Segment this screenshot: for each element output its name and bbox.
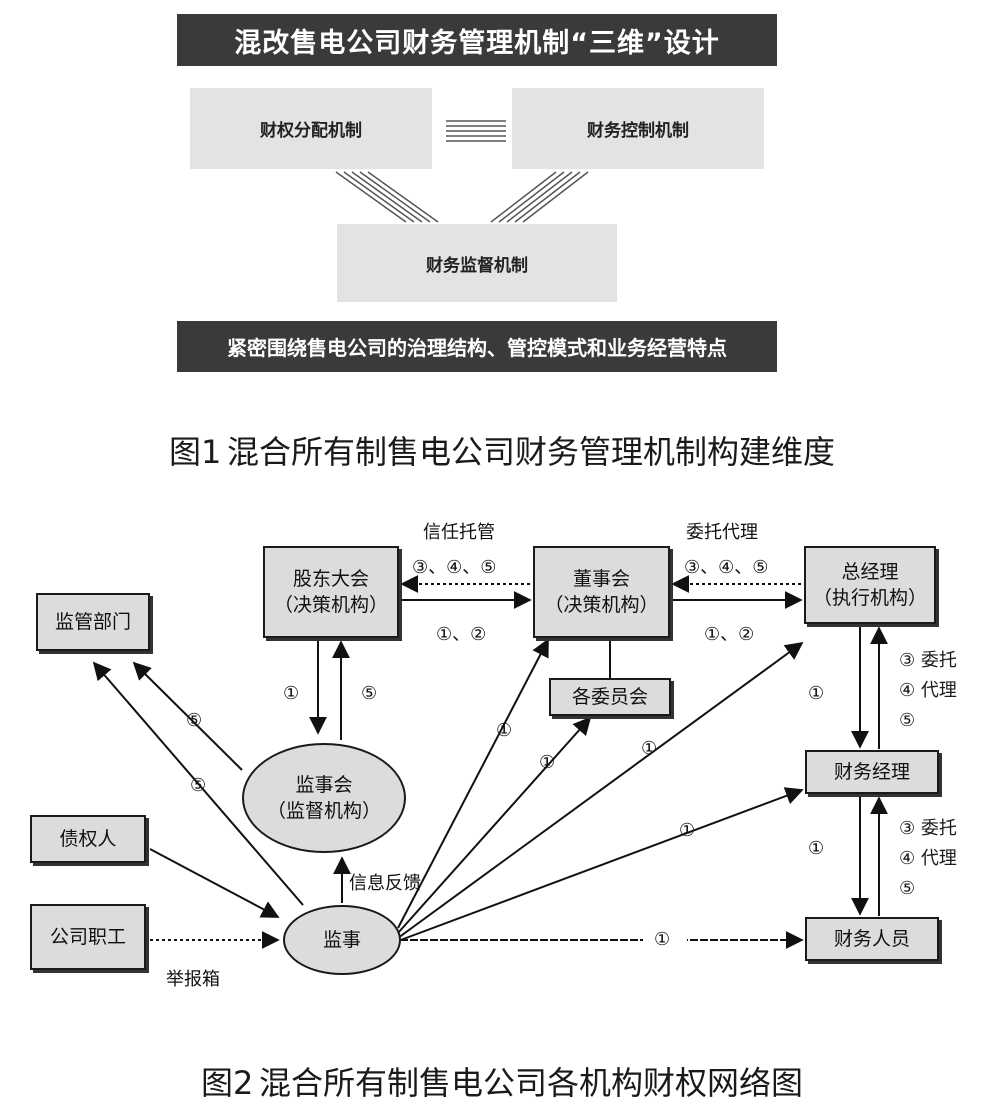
- committees-node: 各委员会: [549, 678, 671, 716]
- figure1-link-lines: [335, 120, 589, 223]
- committees-name: 各委员会: [571, 686, 648, 708]
- financial-supervision-box: 财务监督机制: [337, 224, 617, 302]
- fin-manager-to-gm-labels: ③ 委托 ④ 代理 ⑤: [899, 646, 957, 736]
- employee-name: 公司职工: [49, 926, 126, 948]
- supervisor-to-fin-manager-label: ①: [679, 820, 696, 841]
- finance-manager-node: 财务经理: [805, 750, 939, 794]
- supervisor-name: 监事: [322, 929, 361, 951]
- general-manager-name: 总经理: [841, 561, 899, 583]
- arrow-creditor-to-supervisor: [149, 848, 280, 918]
- figure1-caption-text: 混合所有制售电公司财务管理机制构建维度: [226, 433, 835, 471]
- board-to-shareholders-label: ③、④、⑤: [412, 557, 497, 578]
- supervisory-board-role: （监督机构）: [266, 800, 381, 822]
- fin-staff-to-fin-manager-label-3: ⑤: [899, 878, 916, 899]
- supervisor-to-regulator-label: ⑤: [190, 775, 207, 796]
- entrusted-agency-label: 委托代理: [686, 522, 758, 543]
- general-manager-role: （执行机构）: [812, 587, 927, 609]
- fin-manager-to-gm-label-3: ⑤: [899, 710, 916, 731]
- financial-supervision-label: 财务监督机制: [426, 255, 528, 276]
- figure2-caption-number: 图2: [200, 1064, 254, 1102]
- board-of-directors-role: （决策机构）: [544, 594, 659, 616]
- shareholders-to-board-label: ①、②: [436, 624, 487, 645]
- property-allocation-label: 财权分配机制: [260, 121, 362, 141]
- arrow-supervisor-to-committees: [397, 716, 592, 934]
- general-manager-node: 总经理 （执行机构）: [804, 546, 936, 624]
- report-box-label: 举报箱: [166, 969, 220, 990]
- fin-staff-to-fin-manager-label-1: ③ 委托: [899, 818, 957, 839]
- employee-node: 公司职工: [30, 904, 146, 970]
- figure1-caption-number: 图1: [168, 433, 222, 471]
- arrow-supervisor-to-fin-manager: [397, 787, 804, 942]
- supervisory-to-regulator-label: ⑤: [186, 710, 203, 731]
- creditor-name: 债权人: [59, 828, 117, 850]
- shareholders-meeting-name: 股东大会: [292, 568, 369, 590]
- supervisor-to-board-label: ①: [496, 720, 513, 741]
- fin-manager-to-gm-label-2: ④ 代理: [899, 680, 957, 701]
- arrow-supervisor-to-gm: [397, 641, 804, 939]
- info-feedback-label: 信息反馈: [349, 873, 421, 894]
- supervisory-board-name: 监事会: [295, 774, 353, 796]
- supervisory-board-node: 监事会 （监督机构）: [242, 743, 406, 853]
- finance-staff-node: 财务人员: [805, 917, 939, 961]
- financial-control-label: 财务控制机制: [587, 121, 689, 141]
- supervisor-to-gm-label: ①: [641, 738, 658, 759]
- gm-to-board-label: ③、④、⑤: [684, 557, 769, 578]
- creditor-node: 债权人: [30, 815, 146, 863]
- supervisor-to-committees-label: ①: [539, 752, 556, 773]
- arrow-supervisor-to-regulator: [92, 661, 304, 906]
- board-of-directors-name: 董事会: [572, 568, 630, 590]
- arrow-supervisor-to-board: [397, 638, 549, 929]
- figure2-caption-text: 混合所有制售电公司各机构财权网络图: [258, 1064, 803, 1102]
- fin-manager-to-fin-staff-label: ①: [808, 838, 825, 859]
- fin-staff-to-fin-manager-labels: ③ 委托 ④ 代理 ⑤: [899, 814, 957, 904]
- supervisor-node: 监事: [283, 905, 401, 975]
- figure1-title-banner: 混改售电公司财务管理机制“三维”设计: [177, 14, 777, 66]
- gm-to-fin-manager-label: ①: [808, 683, 825, 704]
- shareholders-meeting-role: （决策机构）: [273, 594, 388, 616]
- finance-manager-name: 财务经理: [833, 761, 910, 783]
- regulator-name: 监管部门: [54, 611, 131, 633]
- label-mask: [643, 926, 687, 954]
- financial-control-box: 财务控制机制: [512, 88, 764, 169]
- finance-staff-name: 财务人员: [833, 928, 910, 950]
- fin-manager-to-gm-label-1: ③ 委托: [899, 650, 957, 671]
- arrow-supervisory-to-regulator: [132, 661, 243, 771]
- figure1-footer-banner: 紧密围绕售电公司的治理结构、管控模式和业务经营特点: [177, 321, 777, 372]
- shareholders-meeting-node: 股东大会 （决策机构）: [263, 546, 399, 638]
- regulator-node: 监管部门: [36, 593, 150, 651]
- fin-staff-to-fin-manager-label-2: ④ 代理: [899, 848, 957, 869]
- supervisor-to-fin-staff-label: ①: [654, 929, 671, 950]
- property-allocation-box: 财权分配机制: [190, 88, 432, 169]
- board-to-gm-label: ①、②: [704, 624, 755, 645]
- board-of-directors-node: 董事会 （决策机构）: [533, 546, 670, 638]
- shareholders-to-supervisory-label: ①: [283, 683, 300, 704]
- trust-custody-label: 信任托管: [423, 522, 495, 543]
- supervisory-to-shareholders-label: ⑤: [361, 683, 378, 704]
